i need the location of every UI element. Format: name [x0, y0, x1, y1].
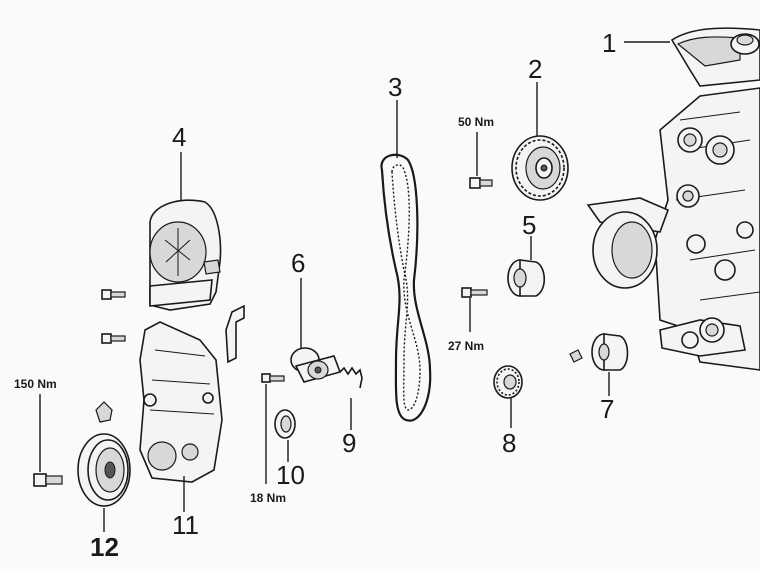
callout-10: 10	[276, 460, 305, 490]
callout-12: 12	[90, 532, 119, 562]
callout-6: 6	[291, 248, 305, 278]
tensioner-bolt	[261, 373, 285, 383]
guide-sprocket	[493, 365, 523, 399]
crankshaft-pulley	[77, 433, 131, 507]
callout-1: 1	[602, 28, 616, 58]
woodruff-key	[569, 349, 583, 363]
crankshaft-sprocket	[591, 333, 629, 371]
tensioner-spring	[339, 366, 363, 389]
washer	[95, 401, 113, 423]
callout-9: 9	[342, 428, 356, 458]
camshaft-sprocket	[511, 135, 569, 201]
callout-7: 7	[600, 394, 614, 424]
torque-18nm: 18 Nm	[250, 491, 286, 505]
water-pump-housing	[586, 197, 670, 289]
cover-bolt	[101, 289, 126, 300]
torque-50nm: 50 Nm	[458, 115, 494, 129]
callout-8: 8	[502, 428, 516, 458]
engine-block	[654, 27, 760, 371]
torque-27nm: 27 Nm	[448, 339, 484, 353]
sprocket-bolt	[469, 177, 493, 189]
lower-timing-cover	[139, 321, 223, 483]
callout-3: 3	[388, 72, 402, 102]
timing-belt	[380, 153, 432, 422]
cover-bracket	[225, 304, 245, 364]
callout-5: 5	[522, 210, 536, 240]
idler-bolt	[461, 287, 488, 298]
callout-4: 4	[172, 122, 186, 152]
cover-bolt	[101, 333, 126, 344]
idler-pulley	[507, 259, 546, 297]
belt-tensioner	[290, 347, 342, 383]
callout-11: 11	[172, 510, 199, 540]
pulley-bolt	[33, 473, 63, 487]
upper-timing-cover	[149, 199, 222, 311]
torque-150nm: 150 Nm	[14, 377, 57, 391]
tensioner-washer	[274, 409, 296, 439]
callout-2: 2	[528, 54, 542, 84]
